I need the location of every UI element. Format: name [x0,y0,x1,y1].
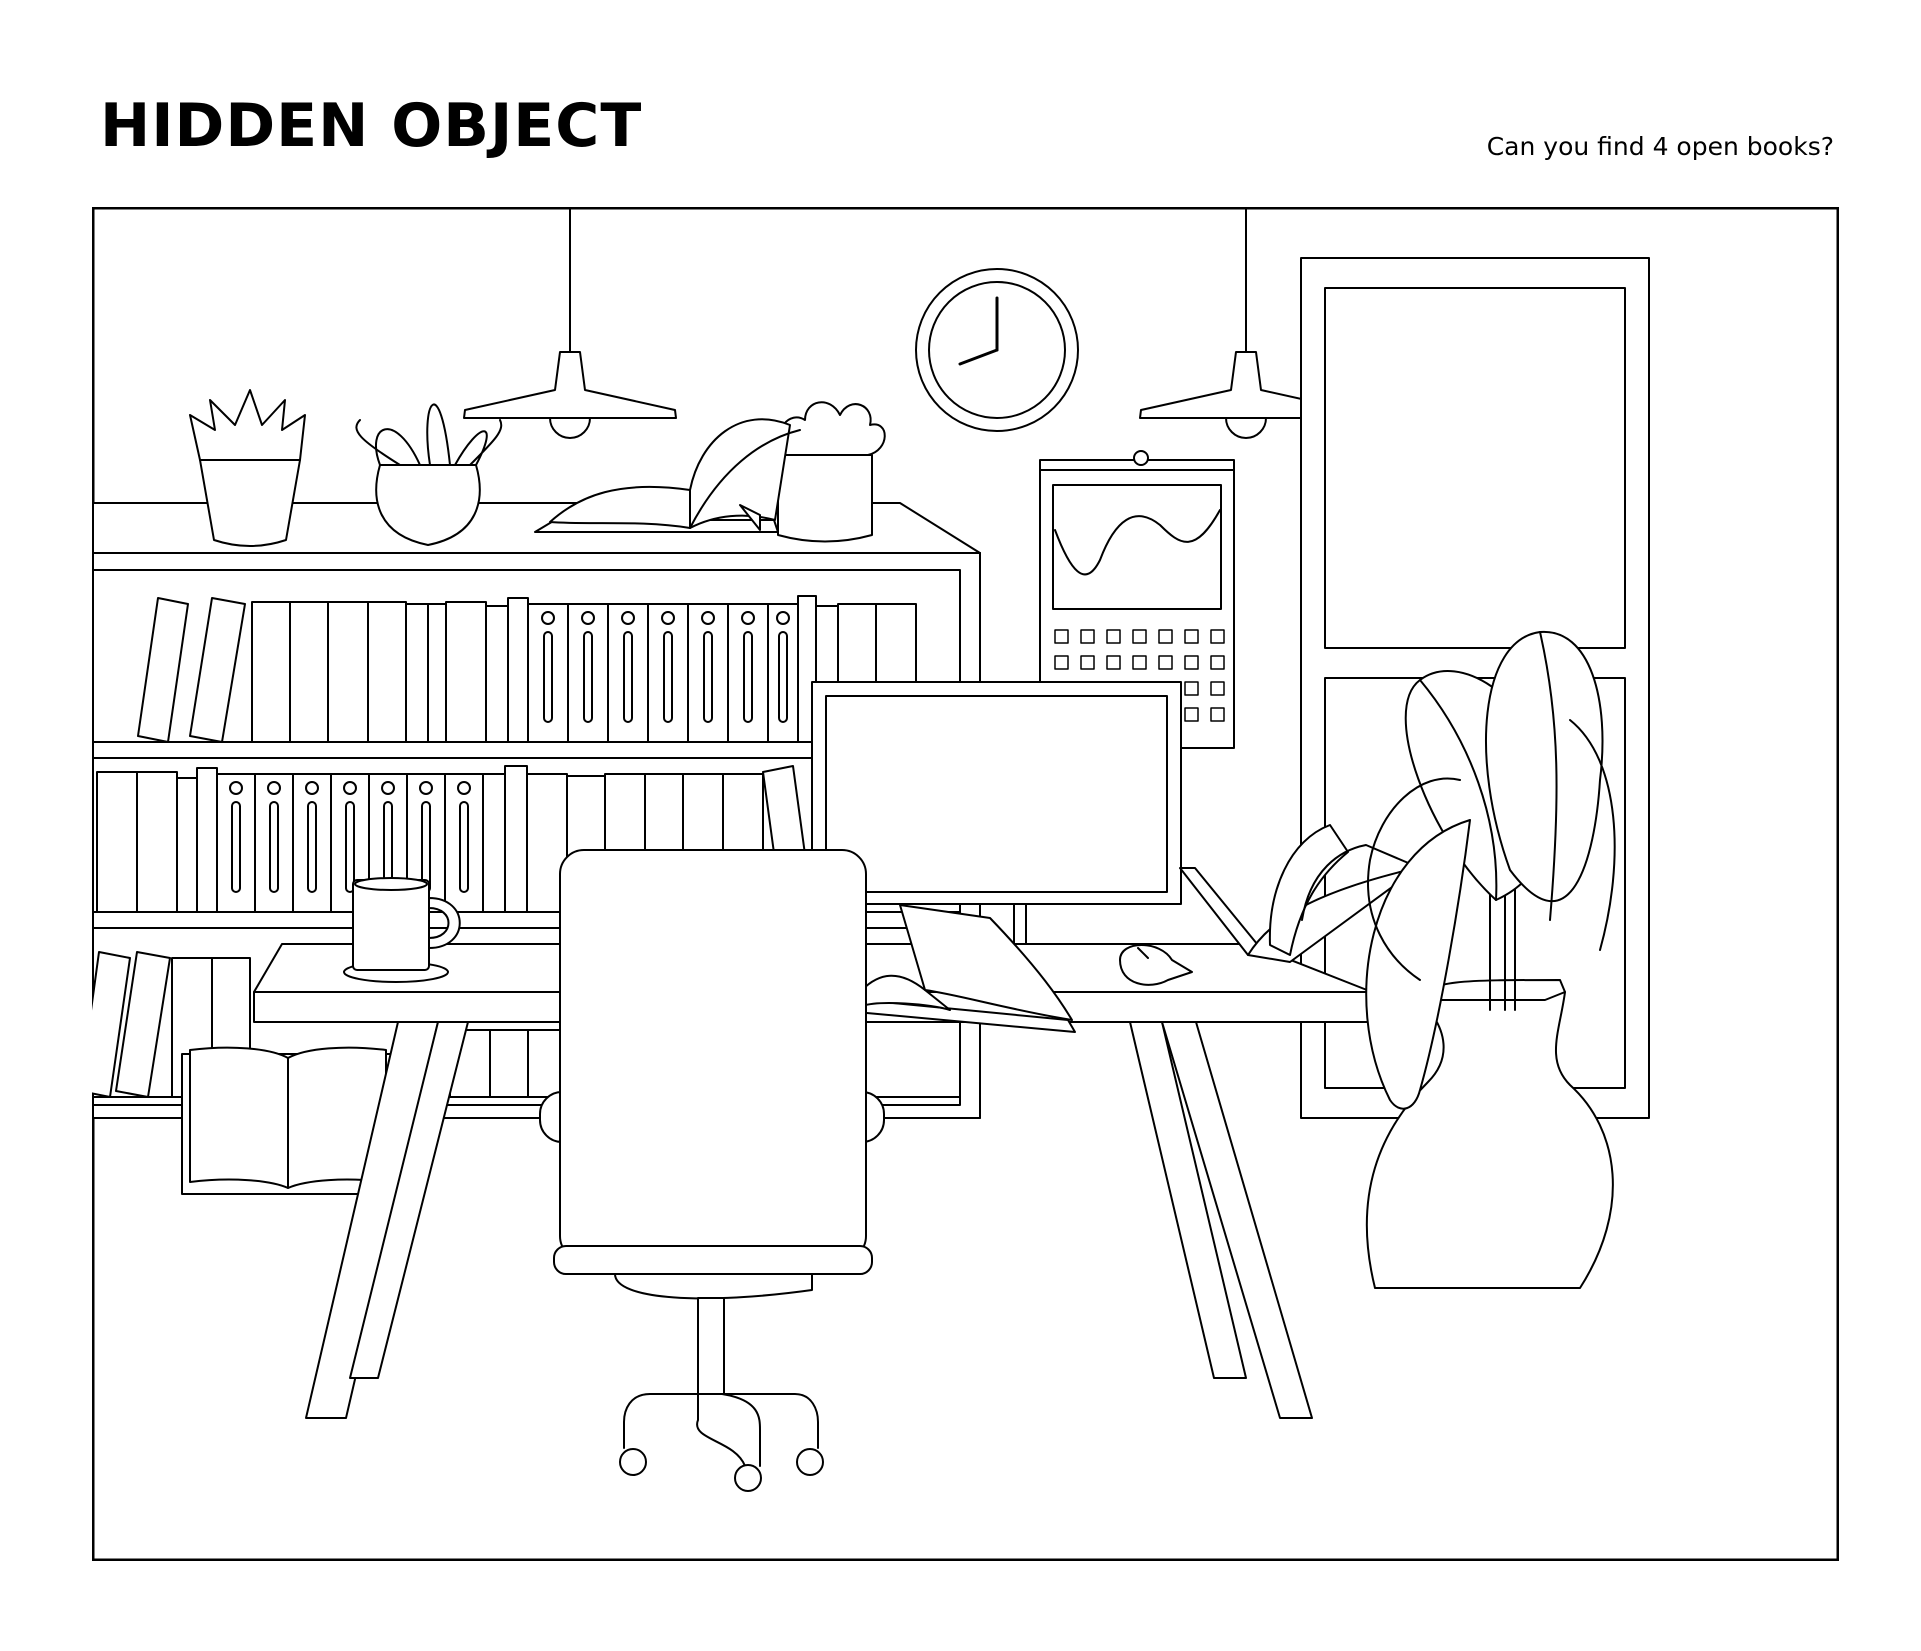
coffee-mug [344,878,460,982]
open-book-shelf-top [535,419,800,532]
scene-illustration [92,207,1839,1561]
potted-succulent-left [190,390,305,546]
wall-clock [916,269,1078,431]
computer-mouse [1120,945,1192,985]
potted-plant-leafy [356,404,501,545]
page-title: HIDDEN OBJECT [100,91,643,161]
puzzle-prompt: Can you find 4 open books? [1486,132,1834,161]
office-chair [540,850,884,1491]
shelf-1-binders [528,596,916,742]
open-book-window [1180,825,1420,962]
open-book-desk [856,905,1075,1032]
vase-plant [1366,632,1720,1288]
pendant-lamp-left [464,208,676,438]
shelf-1-books [138,598,528,742]
potted-plant-round [778,402,885,541]
open-book-floor [182,1048,394,1194]
